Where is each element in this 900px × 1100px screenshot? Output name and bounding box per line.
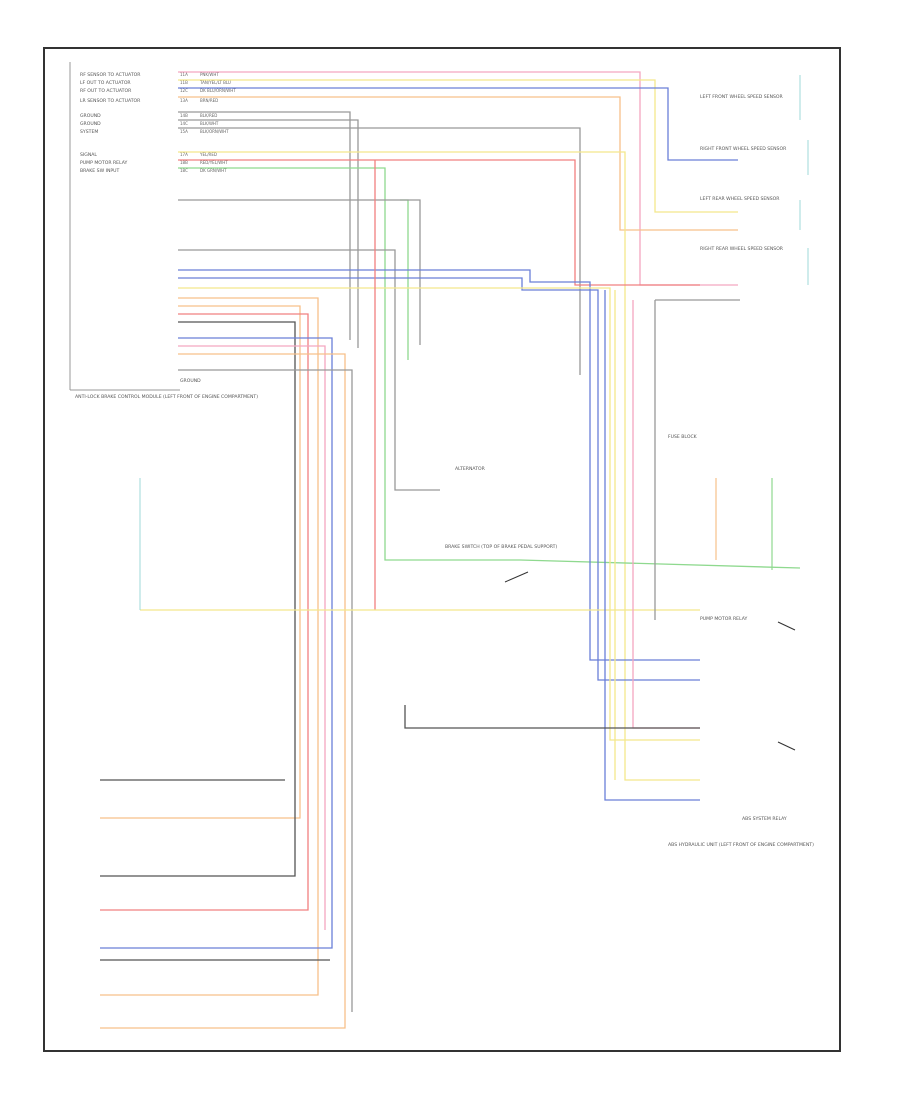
- wire-gray-3: [178, 127, 581, 375]
- pin-label-8: SIGNAL: [80, 152, 97, 158]
- wire-pink-3: [632, 300, 700, 729]
- label-lf-sensor: LEFT FRONT WHEEL SPEED SENSOR: [700, 94, 784, 100]
- pin-id-4: 13A: [180, 98, 188, 103]
- pin-label-10: BRAKE SW INPUT: [80, 168, 120, 174]
- wire-yellow-2: [178, 287, 700, 741]
- component-labels: LEFT FRONT WHEEL SPEED SENSOR RIGHT FRON…: [180, 94, 814, 848]
- module-pin-list: RF SENSOR TO ACTUATOR 11A PNK/WHT LF OUT…: [69, 62, 258, 400]
- pin-id-8: 17A: [180, 152, 188, 157]
- wire-dark-1: [100, 321, 296, 877]
- pin-wire-9: RED/YEL/WHT: [200, 160, 228, 165]
- label-ground: GROUND: [180, 378, 201, 384]
- wire-blue-1: [178, 269, 700, 661]
- wire-red-2: [100, 313, 309, 911]
- wire-dark-2: [404, 705, 700, 729]
- abs-relay-contact: [777, 741, 796, 751]
- pin-label-6: GROUND: [80, 121, 101, 127]
- label-brake-switch: BRAKE SWITCH (TOP OF BRAKE PEDAL SUPPORT…: [445, 544, 557, 550]
- diagram-frame: [43, 47, 841, 1052]
- pin-id-6: 14C: [180, 121, 188, 126]
- wire-orange-3: [100, 353, 346, 1029]
- label-alternator: ALTERNATOR: [455, 466, 486, 472]
- label-pump-relay: PUMP MOTOR RELAY: [700, 616, 748, 622]
- pin-id-9: 18B: [180, 160, 188, 165]
- wire-gray-4: [178, 369, 353, 1012]
- pin-wire-7: BLK/ORN/WHT: [200, 129, 229, 134]
- wire-brown-lr: [178, 96, 738, 231]
- wire-gray-mid: [178, 199, 421, 345]
- pin-label-5: GROUND: [80, 113, 101, 119]
- pin-wire-2: TAN/YEL/LT BLU: [199, 80, 231, 85]
- label-rr-sensor: RIGHT REAR WHEEL SPEED SENSOR: [700, 246, 784, 252]
- module-title: ANTI-LOCK BRAKE CONTROL MODULE (LEFT FRO…: [75, 394, 258, 400]
- pin-wire-1: PNK/WHT: [200, 72, 219, 77]
- wire-blue-4: [604, 290, 700, 801]
- label-lr-sensor: LEFT REAR WHEEL SPEED SENSOR: [700, 196, 780, 202]
- wires: [100, 71, 809, 1029]
- pin-id-10: 18C: [180, 168, 188, 173]
- pin-label-9: PUMP MOTOR RELAY: [80, 160, 128, 166]
- label-rf-sensor: RIGHT FRONT WHEEL SPEED SENSOR: [700, 146, 787, 152]
- wire-pink-2: [178, 345, 326, 930]
- pin-id-3: 12C: [180, 88, 188, 93]
- pin-wire-10: DK GRN/WHT: [200, 168, 227, 173]
- pin-wire-5: BLK/RED: [200, 113, 217, 118]
- pin-wire-3: DK BLU/ORN/WHT: [200, 88, 236, 93]
- pin-id-1: 11A: [180, 72, 188, 77]
- wire-pink-rf: [178, 71, 738, 286]
- pin-id-5: 14B: [180, 113, 188, 118]
- pin-label-3: RF OUT TO ACTUATOR: [80, 88, 132, 94]
- wire-gray-1: [178, 111, 351, 340]
- pin-id-2: 11B: [180, 80, 188, 85]
- wire-blue-3: [100, 337, 333, 949]
- wire-gray-mid2: [178, 249, 440, 491]
- brake-switch-contact: [504, 571, 529, 583]
- pump-relay-contact: [777, 621, 796, 631]
- pin-label-4: LR SENSOR TO ACTUATOR: [80, 98, 141, 104]
- wire-blue-rf: [178, 87, 738, 161]
- wire-orange-rr: [100, 297, 319, 996]
- label-abs-relay: ABS SYSTEM RELAY: [742, 816, 787, 822]
- label-fuse-block: FUSE BLOCK: [668, 434, 698, 440]
- pin-label-7: SYSTEM: [80, 129, 98, 135]
- wire-orange-2: [100, 305, 301, 819]
- pin-wire-6: BLK/WHT: [200, 121, 219, 126]
- wire-yellow: [178, 151, 700, 781]
- pin-wire-4: BRN/RED: [200, 98, 218, 103]
- label-hydraulic-unit: ABS HYDRAULIC UNIT (LEFT FRONT OF ENGINE…: [668, 842, 814, 848]
- pin-label-2: LF OUT TO ACTUATOR: [80, 80, 131, 86]
- pin-id-7: 15A: [180, 129, 188, 134]
- wire-gray-2: [178, 119, 359, 348]
- wire-green-2: [400, 199, 409, 360]
- pin-label-1: RF SENSOR TO ACTUATOR: [80, 72, 141, 78]
- pin-wire-8: YEL/RED: [199, 152, 217, 157]
- wire-red: [178, 159, 700, 286]
- wire-green: [178, 167, 801, 569]
- wire-tan-lf: [178, 79, 738, 213]
